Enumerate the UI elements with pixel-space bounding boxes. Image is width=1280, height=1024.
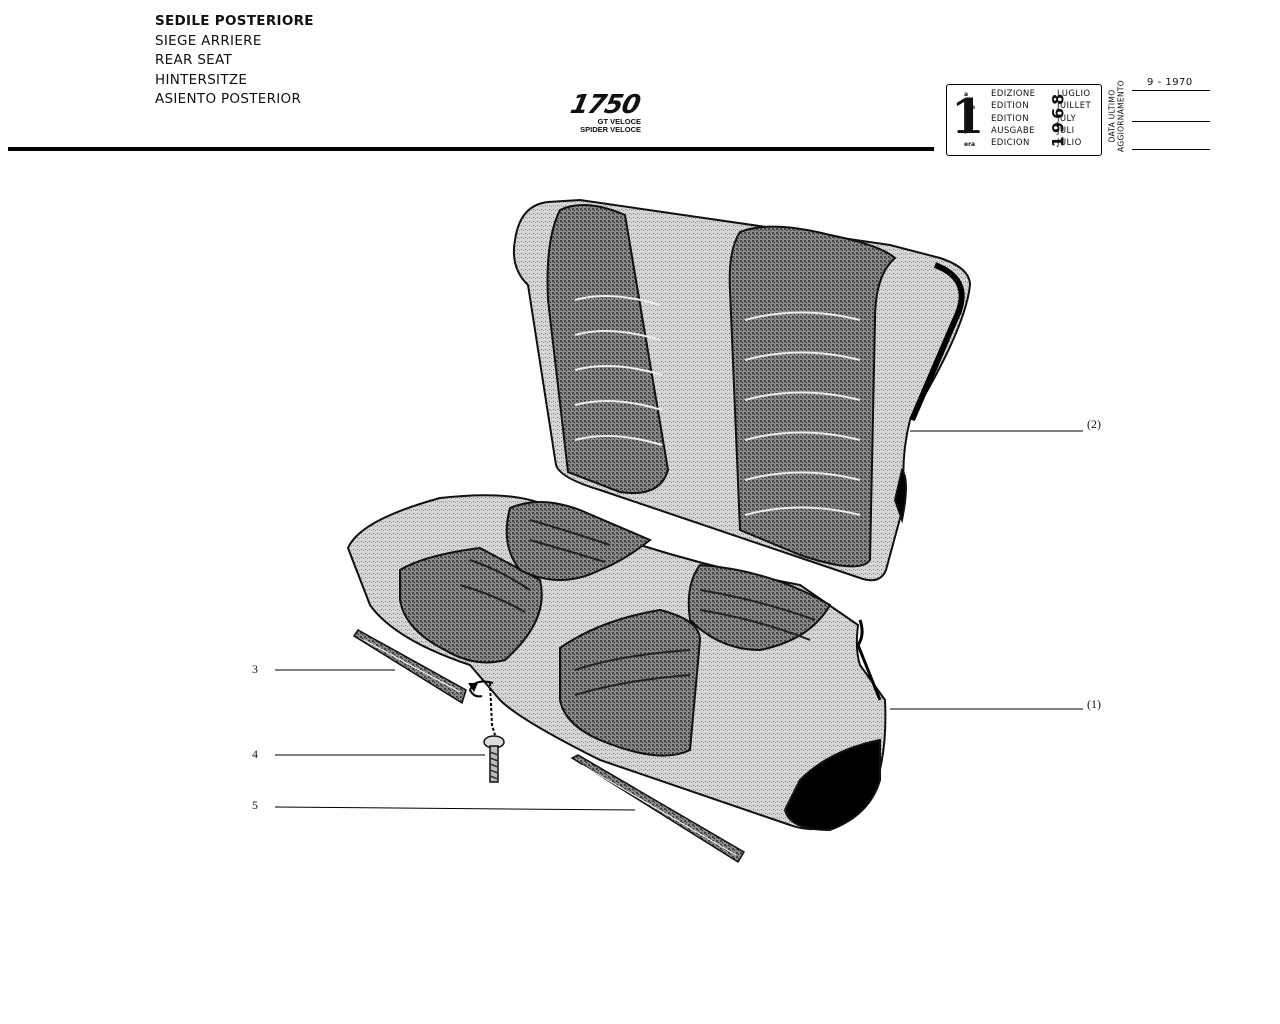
edition-word: AUSGABE [991, 125, 1035, 136]
model-logo: 1750 GT VELOCE SPIDER VELOCE [555, 90, 655, 134]
edition-suffix: ere [964, 103, 976, 111]
edition-month: JULY [1057, 113, 1077, 124]
callout-4: 4 [252, 747, 258, 761]
update-line [1132, 121, 1210, 122]
model-variant-spider: SPIDER VELOCE [580, 125, 641, 134]
leader-lines [274, 430, 1083, 811]
edition-word: EDITION [991, 101, 1029, 112]
title-spanish: ASIENTO POSTERIOR [155, 91, 302, 107]
edition-word: EDIZIONE [991, 89, 1036, 99]
assembly-arrow [468, 680, 494, 698]
edition-suffix: a [964, 91, 969, 98]
edition-box: 1 a ere st . era EDIZIONE EDITION EDITIO… [946, 84, 1102, 156]
edition-month: LUGLIO [1057, 89, 1091, 99]
title-block: SEDILE POSTERIORE SIEGE ARRIERE REAR SEA… [155, 12, 314, 110]
assembly-arrowhead [468, 683, 478, 692]
trim-strip-part-5 [570, 754, 746, 864]
update-line [1132, 149, 1210, 150]
edition-suffix: era [964, 141, 976, 148]
model-variant-gt: GT VELOCE [597, 117, 641, 126]
edition-numeral: 1 [951, 89, 985, 145]
title-french: SIEGE ARRIERE [155, 32, 262, 49]
edition-months: LUGLIO JUILLET JULY JULI JULIO [1057, 88, 1091, 149]
edition-suffix: st [964, 116, 971, 123]
title-italian: SEDILE POSTERIORE [155, 13, 314, 29]
callout-5: 5 [252, 798, 258, 812]
callout-3: 3 [252, 662, 258, 676]
screw-part-4 [483, 735, 505, 783]
edition-suffix: . [964, 128, 967, 136]
edition-word: EDITION [991, 113, 1029, 124]
edition-month: JULI [1057, 125, 1075, 136]
title-german: HINTERSITZE [155, 71, 248, 88]
edition-word: EDICION [991, 138, 1030, 149]
header-rule [8, 147, 934, 151]
callout-2: (2) [1087, 417, 1101, 431]
trim-strip-part-3 [352, 629, 467, 705]
seat-cushion [346, 494, 887, 832]
update-date: 9 - 1970 [1147, 77, 1193, 88]
assembly-path [489, 682, 496, 736]
callout-1: (1) [1087, 697, 1101, 711]
edition-suffixes: a ere st . era [964, 89, 975, 152]
backrest [512, 198, 972, 582]
edition-month: JULIO [1057, 138, 1082, 149]
edition-words: EDIZIONE EDITION EDITION AUSGABE EDICION [991, 88, 1035, 149]
edition-month: JUILLET [1057, 101, 1092, 112]
update-line [1132, 90, 1210, 91]
title-english: REAR SEAT [155, 52, 233, 68]
